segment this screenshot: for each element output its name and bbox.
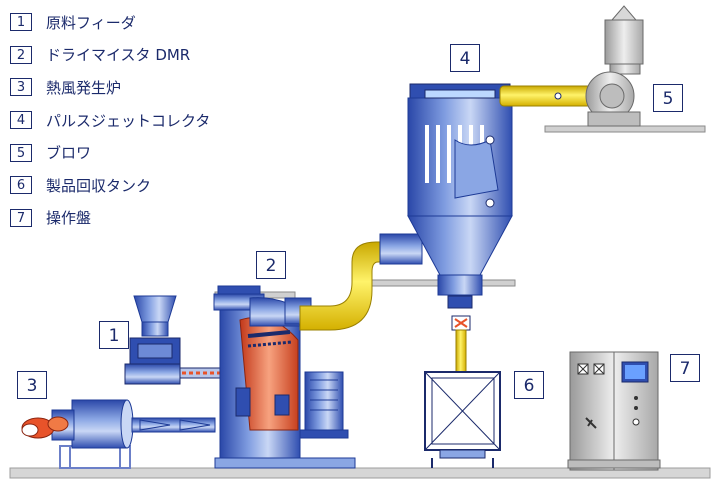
legend-number: 1: [10, 13, 32, 32]
callout-4: 4: [450, 44, 480, 72]
floor: [9, 467, 711, 479]
legend-number: 4: [10, 111, 32, 130]
legend-item: 1 原料フィーダ: [10, 6, 210, 39]
legend-label: 熱風発生炉: [46, 78, 122, 97]
product-recovery-tank: [424, 371, 501, 468]
control-panel: [567, 351, 661, 471]
legend-number: 7: [10, 208, 32, 227]
blower-platform: [544, 125, 706, 133]
callout-2: 2: [256, 251, 286, 279]
callout-6: 6: [514, 371, 544, 399]
legend-item: 4 パルスジェットコレクタ: [10, 104, 210, 137]
legend-item: 5 ブロワ: [10, 136, 210, 169]
blower: [585, 5, 644, 127]
legend-item: 2 ドライマイスタ DMR: [10, 39, 210, 72]
legend-number: 3: [10, 78, 32, 97]
legend-item: 3 熱風発生炉: [10, 71, 210, 104]
callout-3: 3: [17, 371, 47, 399]
legend: 1 原料フィーダ 2 ドライマイスタ DMR 3 熱風発生炉 4 パルスジェット…: [10, 6, 210, 234]
legend-label: 製品回収タンク: [46, 176, 152, 195]
legend-label: 原料フィーダ: [46, 13, 136, 32]
legend-item: 6 製品回収タンク: [10, 169, 210, 202]
legend-label: 操作盤: [46, 209, 92, 228]
callout-5: 5: [653, 84, 683, 112]
legend-number: 6: [10, 176, 32, 195]
callout-1: 1: [99, 321, 129, 349]
raw-material-feeder: [124, 295, 231, 385]
legend-item: 7 操作盤: [10, 202, 210, 235]
pulse-jet-collector: [407, 83, 513, 373]
legend-label: ドライマイスタ DMR: [46, 46, 191, 65]
legend-number: 2: [10, 45, 32, 64]
legend-number: 5: [10, 143, 32, 162]
drymeister-dmr: [213, 285, 356, 469]
callout-7: 7: [670, 354, 700, 382]
hot-air-generator: [21, 399, 216, 469]
legend-label: ブロワ: [46, 144, 92, 163]
legend-label: パルスジェットコレクタ: [46, 111, 211, 130]
